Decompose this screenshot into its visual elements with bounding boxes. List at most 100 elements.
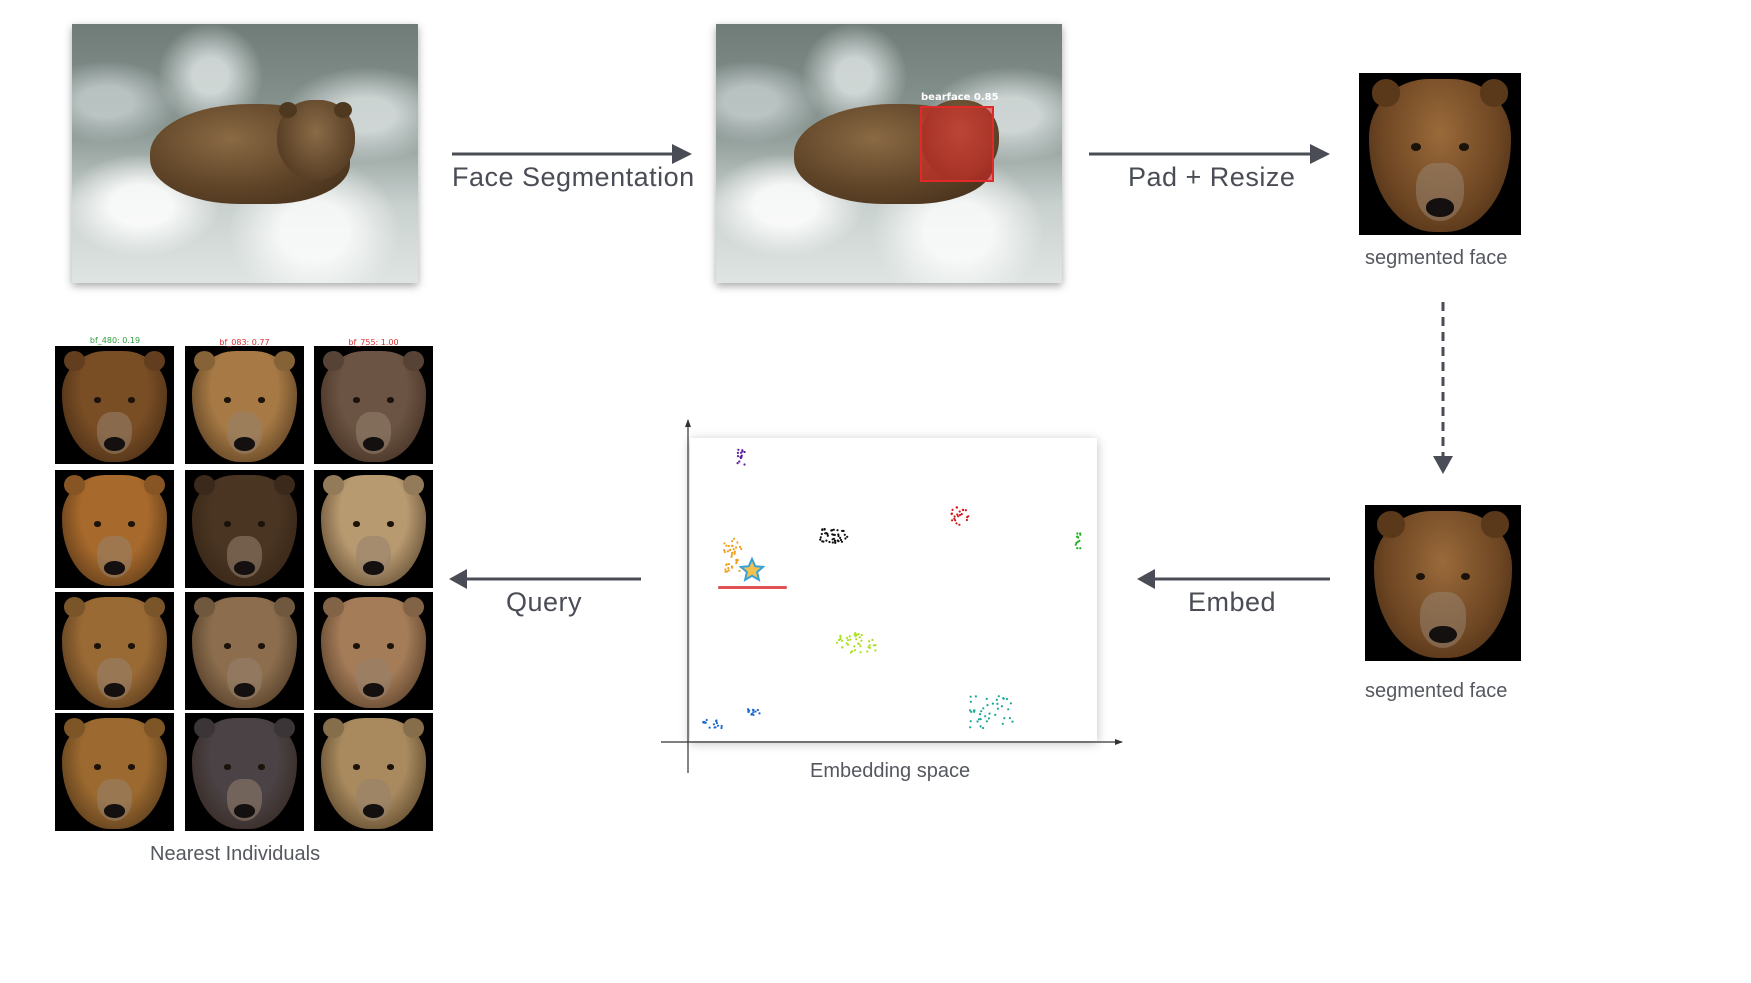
- embedding-point: [969, 700, 972, 703]
- embedding-point: [738, 569, 741, 573]
- embedding-point: [724, 570, 727, 573]
- embedding-point: [957, 515, 960, 518]
- query-star-icon: [738, 556, 766, 582]
- embedding-point: [964, 509, 968, 512]
- bear-face: [1368, 79, 1512, 232]
- embedding-point: [995, 698, 999, 701]
- embedding-point: [743, 450, 746, 454]
- bear-ear: [279, 102, 297, 118]
- embedding-point: [727, 569, 730, 572]
- embedding-point: [839, 536, 842, 540]
- caption-nearest-individuals: Nearest Individuals: [150, 843, 321, 865]
- embedding-point: [732, 548, 735, 551]
- embedding-point: [1001, 722, 1004, 725]
- embedding-point: [868, 644, 871, 647]
- result-face-tile: [185, 470, 304, 588]
- embedding-point: [845, 636, 849, 640]
- embedding-point: [703, 721, 707, 724]
- result-face-tile: [55, 713, 174, 831]
- arrow-query: [449, 569, 641, 589]
- embedding-point: [860, 639, 863, 642]
- embedding-point: [720, 724, 723, 728]
- embedding-point: [1074, 543, 1077, 546]
- embedding-point: [715, 721, 719, 725]
- embedding-point: [1079, 532, 1082, 535]
- embedding-point: [976, 720, 979, 723]
- embedding-point: [826, 532, 829, 536]
- embedding-point: [724, 568, 727, 571]
- embedding-point: [727, 544, 730, 548]
- detection-label: bearface 0.85: [921, 92, 999, 103]
- result-face-tile: [314, 592, 433, 710]
- embedding-point: [832, 537, 836, 540]
- embedding-point: [831, 541, 834, 544]
- embedding-point: [951, 508, 954, 511]
- embedding-point: [973, 710, 976, 713]
- embedding-point: [871, 638, 874, 642]
- arrow-dashed-down: [1433, 302, 1453, 474]
- embedding-point: [743, 463, 746, 466]
- embedding-point: [713, 726, 716, 729]
- embedding-point: [868, 640, 871, 643]
- embedding-point: [985, 697, 988, 701]
- embedding-point: [723, 550, 727, 554]
- result-face-tile: [55, 470, 174, 588]
- embedding-point: [974, 695, 978, 698]
- embedding-point: [834, 541, 837, 545]
- embedding-point: [955, 506, 959, 509]
- embedding-point: [969, 695, 972, 698]
- embedding-point: [853, 645, 856, 648]
- embedding-point: [732, 537, 736, 540]
- embedding-point: [958, 513, 962, 517]
- bear-face: [321, 596, 426, 708]
- embedding-point: [736, 558, 739, 561]
- embedding-point: [736, 462, 739, 465]
- embedding-point: [860, 633, 863, 637]
- embedding-point: [874, 644, 877, 647]
- embedding-point: [978, 713, 982, 716]
- bear-face: [192, 596, 297, 708]
- embedding-point: [859, 645, 862, 648]
- embedding-point: [754, 710, 757, 713]
- query-underline: [718, 586, 787, 589]
- step-label-embed: Embed: [1188, 587, 1277, 617]
- step-label-face-segmentation: Face Segmentation: [452, 162, 695, 192]
- result-face-tile: [314, 346, 433, 464]
- embedding-point: [727, 567, 730, 570]
- embedding-point: [715, 720, 718, 723]
- embedding-point: [965, 518, 969, 522]
- embedding-point: [849, 638, 852, 641]
- embedding-point: [855, 638, 858, 641]
- embedding-cluster: [950, 506, 970, 526]
- bear-face: [192, 350, 297, 462]
- embedding-point: [858, 636, 861, 639]
- embedding-point: [953, 515, 956, 518]
- embedding-point: [991, 702, 995, 705]
- embedding-point: [819, 538, 822, 541]
- embedding-point: [716, 724, 720, 727]
- embedding-point: [836, 539, 839, 542]
- embedding-point: [848, 635, 851, 638]
- embedding-point: [969, 720, 972, 723]
- embedding-point: [981, 726, 985, 730]
- bear-face: [62, 717, 167, 829]
- embedding-point: [726, 550, 730, 553]
- embedding-point: [731, 544, 734, 548]
- embedding-point: [977, 718, 981, 721]
- embedding-point: [982, 707, 985, 710]
- embedding-point: [839, 638, 842, 641]
- embedding-point: [960, 513, 963, 516]
- embedding-point: [1009, 702, 1013, 705]
- embedding-point: [736, 541, 739, 544]
- embedding-point: [859, 651, 862, 654]
- embedding-point: [831, 529, 834, 532]
- embedding-plot-panel: [690, 438, 1097, 741]
- detection-photo: bearface 0.85: [716, 24, 1062, 283]
- embedding-point: [1076, 532, 1079, 535]
- embedding-point: [723, 542, 726, 545]
- embedding-point: [1008, 717, 1012, 720]
- embedding-point: [1000, 705, 1004, 708]
- result-face-tile: [55, 346, 174, 464]
- embedding-point: [979, 725, 982, 728]
